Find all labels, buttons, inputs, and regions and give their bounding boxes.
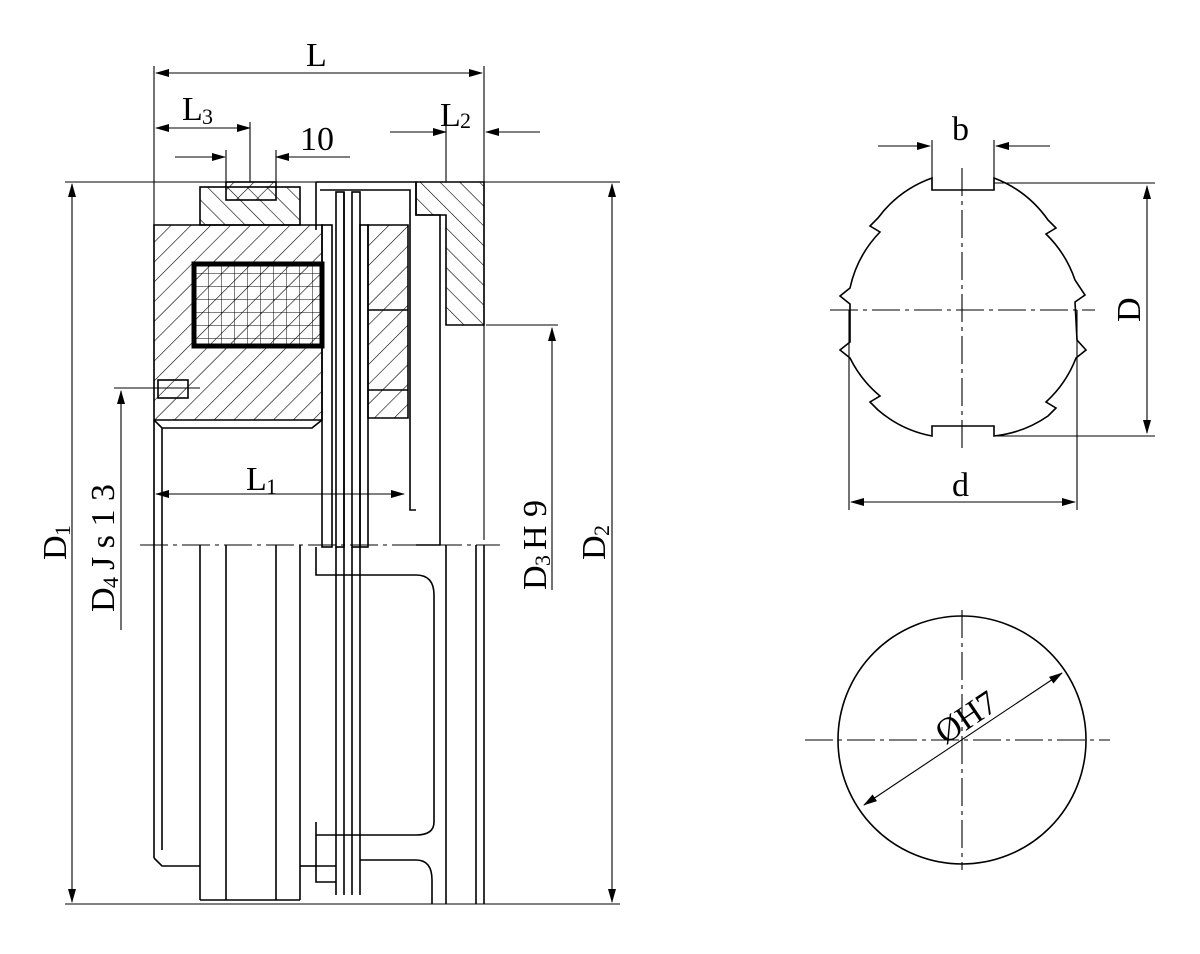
spline-labels: b D d [952,111,1148,504]
label-L2-sub: 2 [460,108,471,133]
label-d: d [952,467,969,504]
label-L: L [306,37,327,74]
label-D: D [1111,297,1148,322]
spline-view [830,140,1155,510]
label-b: b [952,111,969,148]
label-L1-sub: 1 [266,474,277,499]
label-D4-sub: 4 [98,577,123,588]
label-10: 10 [300,121,334,158]
label-D4-tolerance: J s 1 3 [85,484,122,570]
label-D4: D [85,587,122,612]
label-D3-sub: 3 [530,555,555,566]
label-D1-sub: 1 [50,525,75,536]
label-phi-h7: ØH7 [929,684,1004,752]
label-L1: L [246,461,267,498]
label-D3: D [517,565,554,590]
label-L3: L [182,91,203,128]
label-D2: D [576,535,613,560]
label-L2: L [440,97,461,134]
label-L3-sub: 3 [202,104,213,129]
label-D1: D [37,535,74,560]
label-D3-tolerance: H 9 [517,500,554,550]
label-D2-sub: 2 [589,525,614,536]
bore-view [805,610,1110,870]
section-view [65,66,620,905]
section-labels: L L 3 10 L 2 L 1 D 1 D 2 D 4 J s 1 3 D 3… [37,37,614,612]
